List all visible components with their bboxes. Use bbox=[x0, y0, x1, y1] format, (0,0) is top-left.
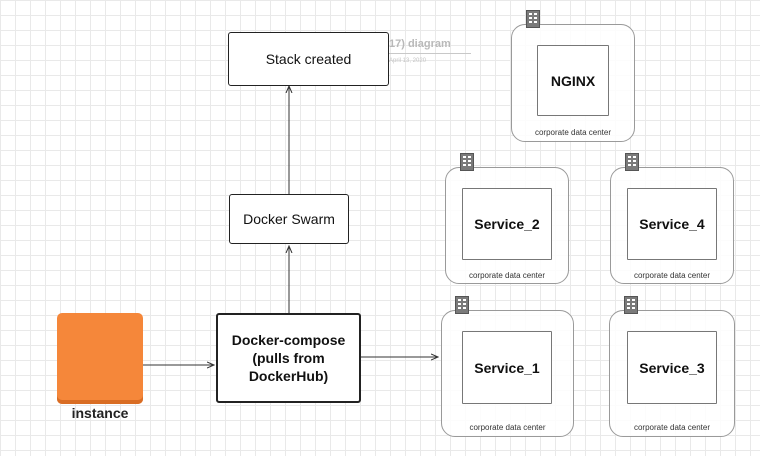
building-icon bbox=[526, 10, 540, 28]
nginx-node[interactable]: NGINX bbox=[537, 45, 609, 116]
stack-created-label: Stack created bbox=[265, 51, 352, 67]
ghost-title-underline bbox=[389, 53, 471, 54]
docker-swarm-node[interactable]: Docker Swarm bbox=[229, 194, 349, 244]
service-3-node[interactable]: Service_3 bbox=[627, 331, 717, 404]
building-icon bbox=[460, 153, 474, 171]
instance-node[interactable] bbox=[57, 313, 143, 404]
datacenter-caption-service-4: corporate data center bbox=[633, 271, 711, 280]
building-icon bbox=[624, 296, 638, 314]
service-2-node[interactable]: Service_2 bbox=[462, 188, 552, 260]
docker-compose-label: Docker-compose (pulls from DockerHub) bbox=[231, 332, 346, 384]
instance-label: instance bbox=[71, 405, 129, 421]
datacenter-caption-service-3: corporate data center bbox=[633, 423, 711, 432]
ghost-diagram-date: April 13, 2020 bbox=[389, 58, 427, 64]
building-icon bbox=[625, 153, 639, 171]
service-4-node[interactable]: Service_4 bbox=[627, 188, 717, 260]
service-1-node[interactable]: Service_1 bbox=[462, 331, 552, 404]
stack-created-node[interactable]: Stack created bbox=[228, 32, 389, 86]
datacenter-caption-nginx: corporate data center bbox=[534, 128, 612, 137]
datacenter-caption-service-2: corporate data center bbox=[468, 271, 546, 280]
datacenter-caption-service-1: corporate data center bbox=[469, 423, 546, 432]
ghost-diagram-title: 17) diagram bbox=[389, 38, 451, 50]
docker-compose-node[interactable]: Docker-compose (pulls from DockerHub) bbox=[216, 313, 361, 403]
building-icon bbox=[455, 296, 469, 314]
docker-swarm-label: Docker Swarm bbox=[243, 211, 335, 227]
